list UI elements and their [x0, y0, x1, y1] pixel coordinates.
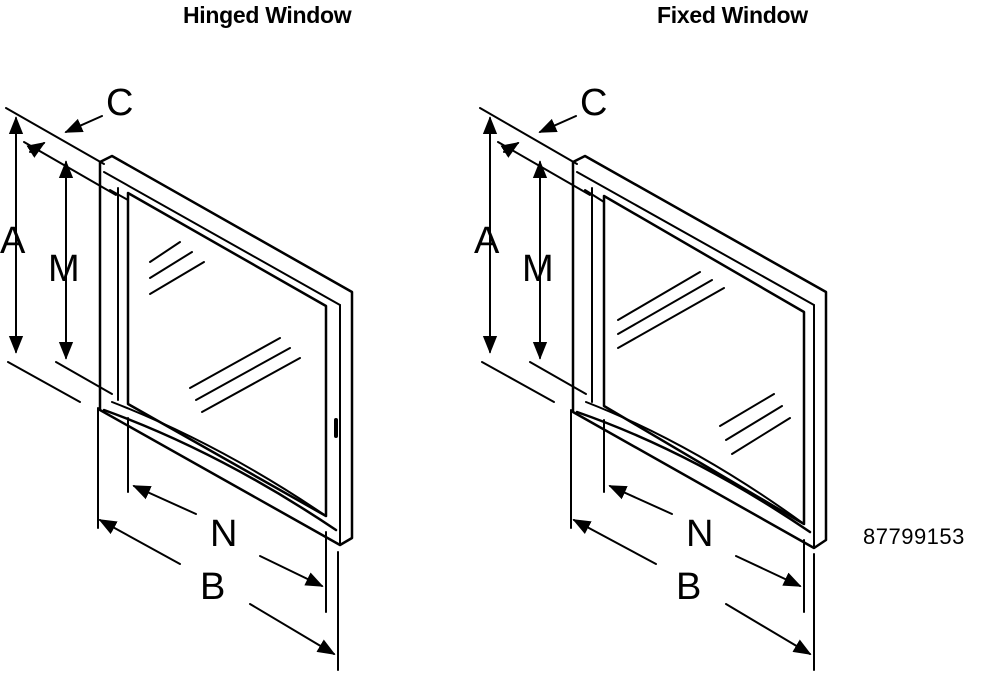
hinged-dimension-lines: [8, 115, 336, 655]
fixed-window-figure: [479, 107, 828, 671]
fixed-glass-opening: [602, 194, 806, 526]
fixed-dimension-a-label: A: [474, 220, 500, 262]
hinged-window-title: Hinged Window: [183, 2, 352, 28]
fixed-glass-reflection: [617, 271, 791, 455]
fixed-dimension-n-label: N: [686, 513, 714, 555]
fixed-dimension-m-label: M: [522, 248, 554, 290]
reference-number: 87799153: [863, 524, 965, 549]
hinged-dimension-n-label: N: [210, 513, 238, 555]
hinged-dimension-c-label: C: [106, 82, 134, 124]
fixed-dimension-lines: [482, 115, 812, 655]
fixed-window-title: Fixed Window: [657, 2, 808, 28]
fixed-outer-frame: [571, 154, 828, 550]
fixed-dimension-b-label: B: [676, 566, 702, 608]
hinged-dimension-m-label: M: [48, 248, 80, 290]
hinged-extension-lines: [5, 107, 339, 671]
hinged-dimension-b-label: B: [200, 566, 226, 608]
fixed-dimension-c-label: C: [580, 82, 608, 124]
hinged-glass-reflection: [149, 241, 301, 413]
hinged-dimension-a-label: A: [0, 220, 26, 262]
hinged-window-figure: [5, 107, 354, 671]
